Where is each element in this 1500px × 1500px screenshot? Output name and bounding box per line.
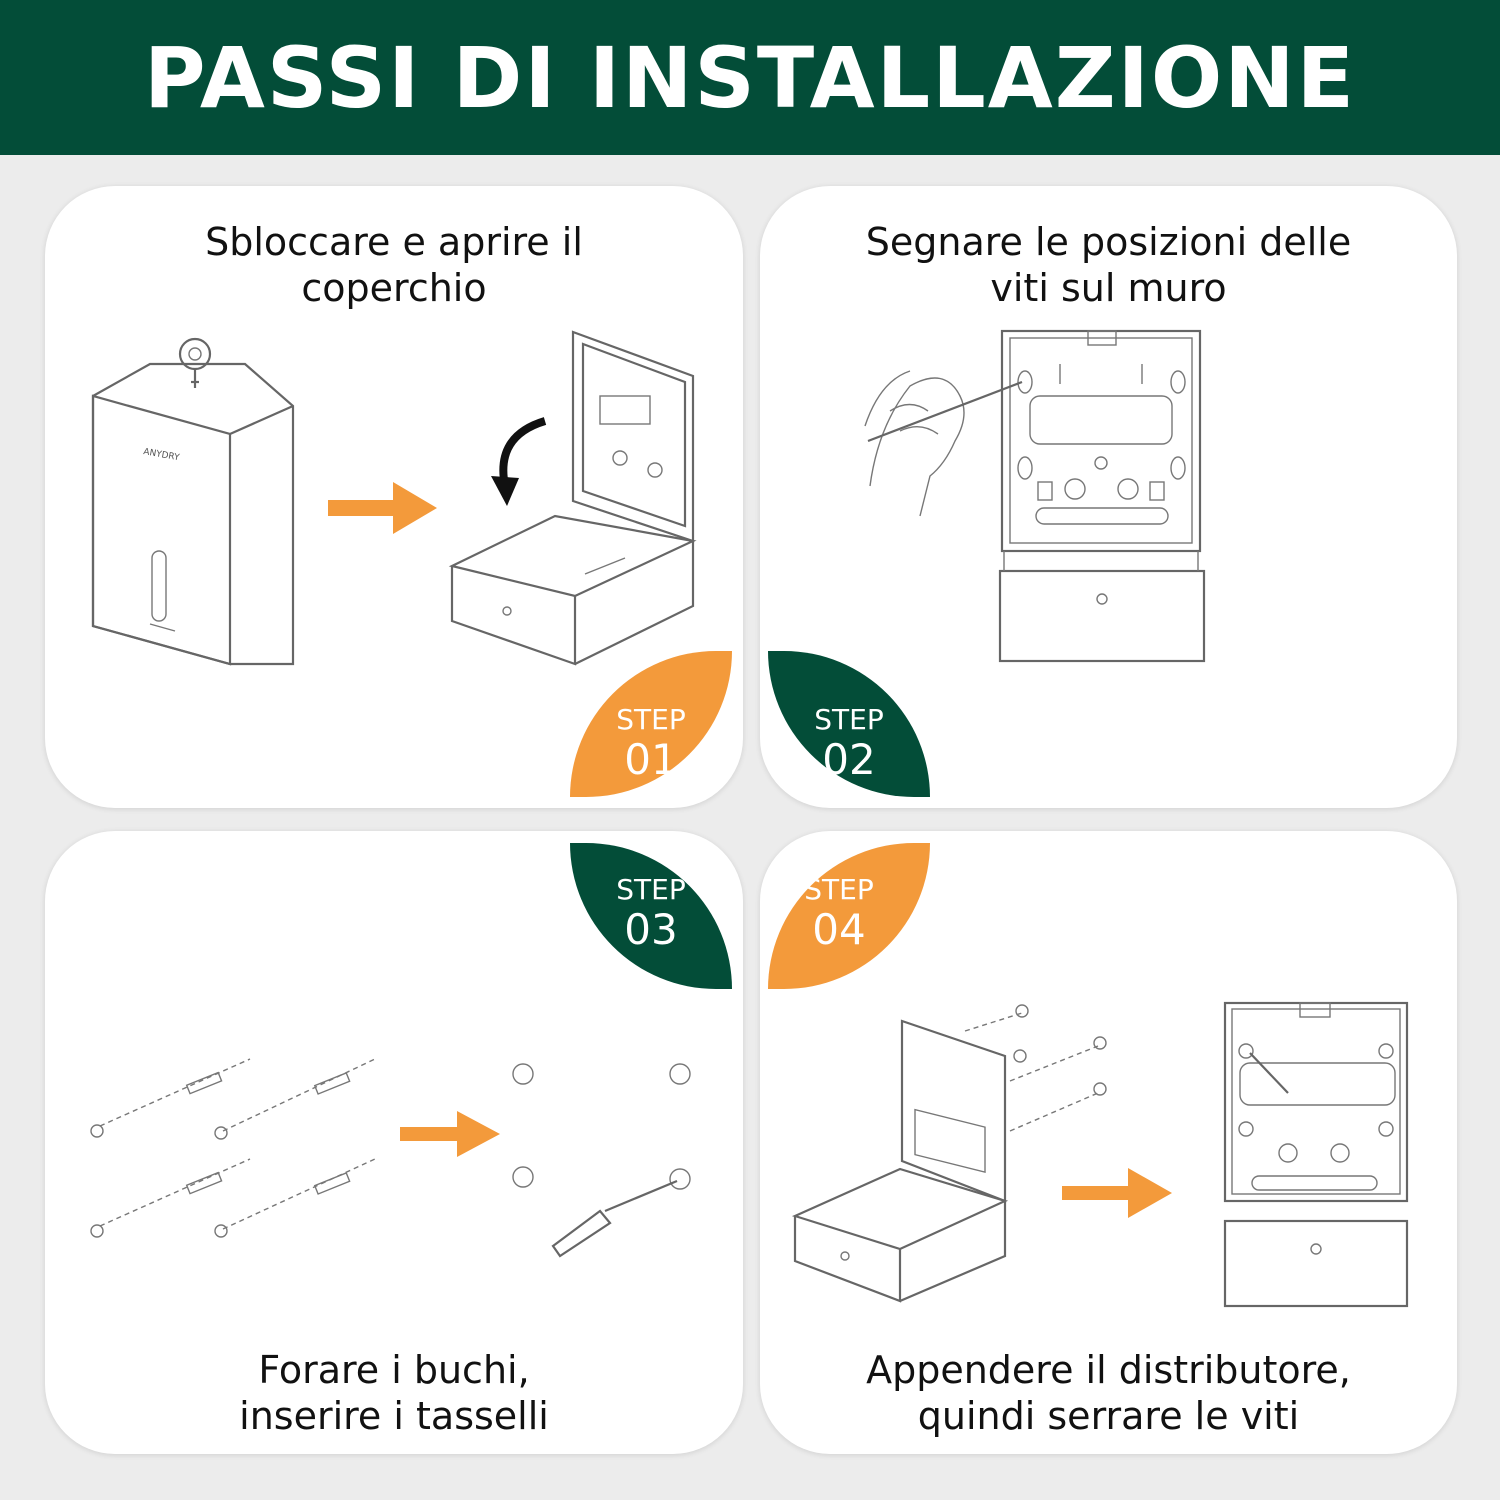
dispenser-mounting [791,1004,1107,1303]
open-dispenser-front [998,329,1206,663]
step-2-caption: Segnare le posizioni delle viti sul muro [865,220,1352,310]
step-card-3: Forare i buchi, inserire i tasselli STEP… [45,831,743,1454]
arrow-right-icon [328,482,437,534]
screwdriver-icon [551,1179,678,1258]
step-2-illustration [864,329,1206,663]
hand-pencil-icon [864,370,1023,517]
step-4-illustration [791,1001,1409,1308]
page-title: PASSI DI INSTALLAZIONE [144,28,1356,127]
step-1-caption: Sbloccare e aprire il coperchio [205,220,583,310]
arrow-right-icon [400,1111,500,1157]
step-1-illustration: ANYDRY [91,330,697,666]
step-4-caption: Appendere il distributore, quindi serrar… [866,1348,1351,1438]
step-3-illustration [90,1058,691,1258]
arrow-right-icon [1062,1168,1172,1218]
curved-arrow-icon [499,417,547,487]
step-card-4: Appendere il distributore, quindi serrar… [760,831,1457,1454]
closed-dispenser: ANYDRY [91,362,295,666]
key-icon [178,337,212,388]
step-card-2: Segnare le posizioni delle viti sul muro [760,186,1457,808]
screw-and-wall-plug-set [90,1058,376,1238]
step-3-caption: Forare i buchi, inserire i tasselli [239,1348,549,1438]
open-dispenser [448,330,697,666]
header-banner: PASSI DI INSTALLAZIONE [0,0,1500,155]
mounted-dispenser [1223,1001,1409,1308]
screw-icon [512,1063,691,1190]
brand-logo: ANYDRY [142,447,180,463]
step-card-1: Sbloccare e aprire il coperchio ANYDRY [45,186,743,808]
